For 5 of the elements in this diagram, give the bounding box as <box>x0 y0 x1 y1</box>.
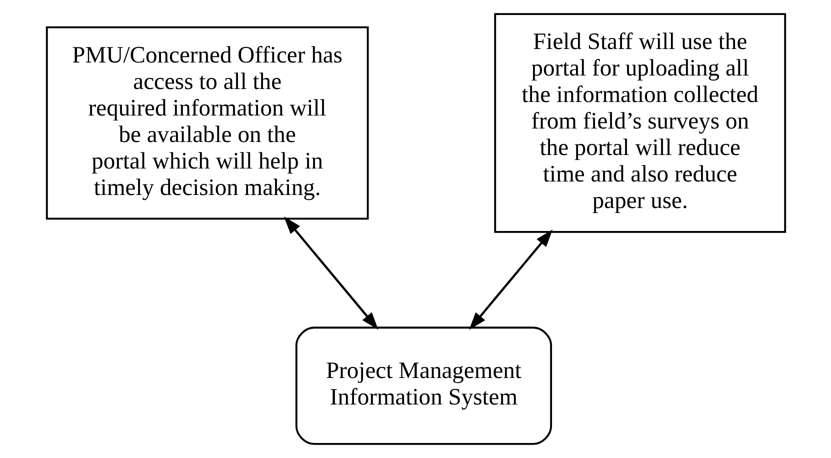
arrow <box>283 216 378 330</box>
node-box: PMU/Concerned Officer has access to all the required information will be available on the portal which will help in timely decision making. <box>45 26 368 220</box>
node-box: Project Management Information System <box>294 326 552 445</box>
arrow <box>468 229 552 330</box>
node-box: Field Staff will use the portal for uploading all the information collected from field’s surveys on the portal will reduce time and also reduce paper use. <box>494 13 786 233</box>
